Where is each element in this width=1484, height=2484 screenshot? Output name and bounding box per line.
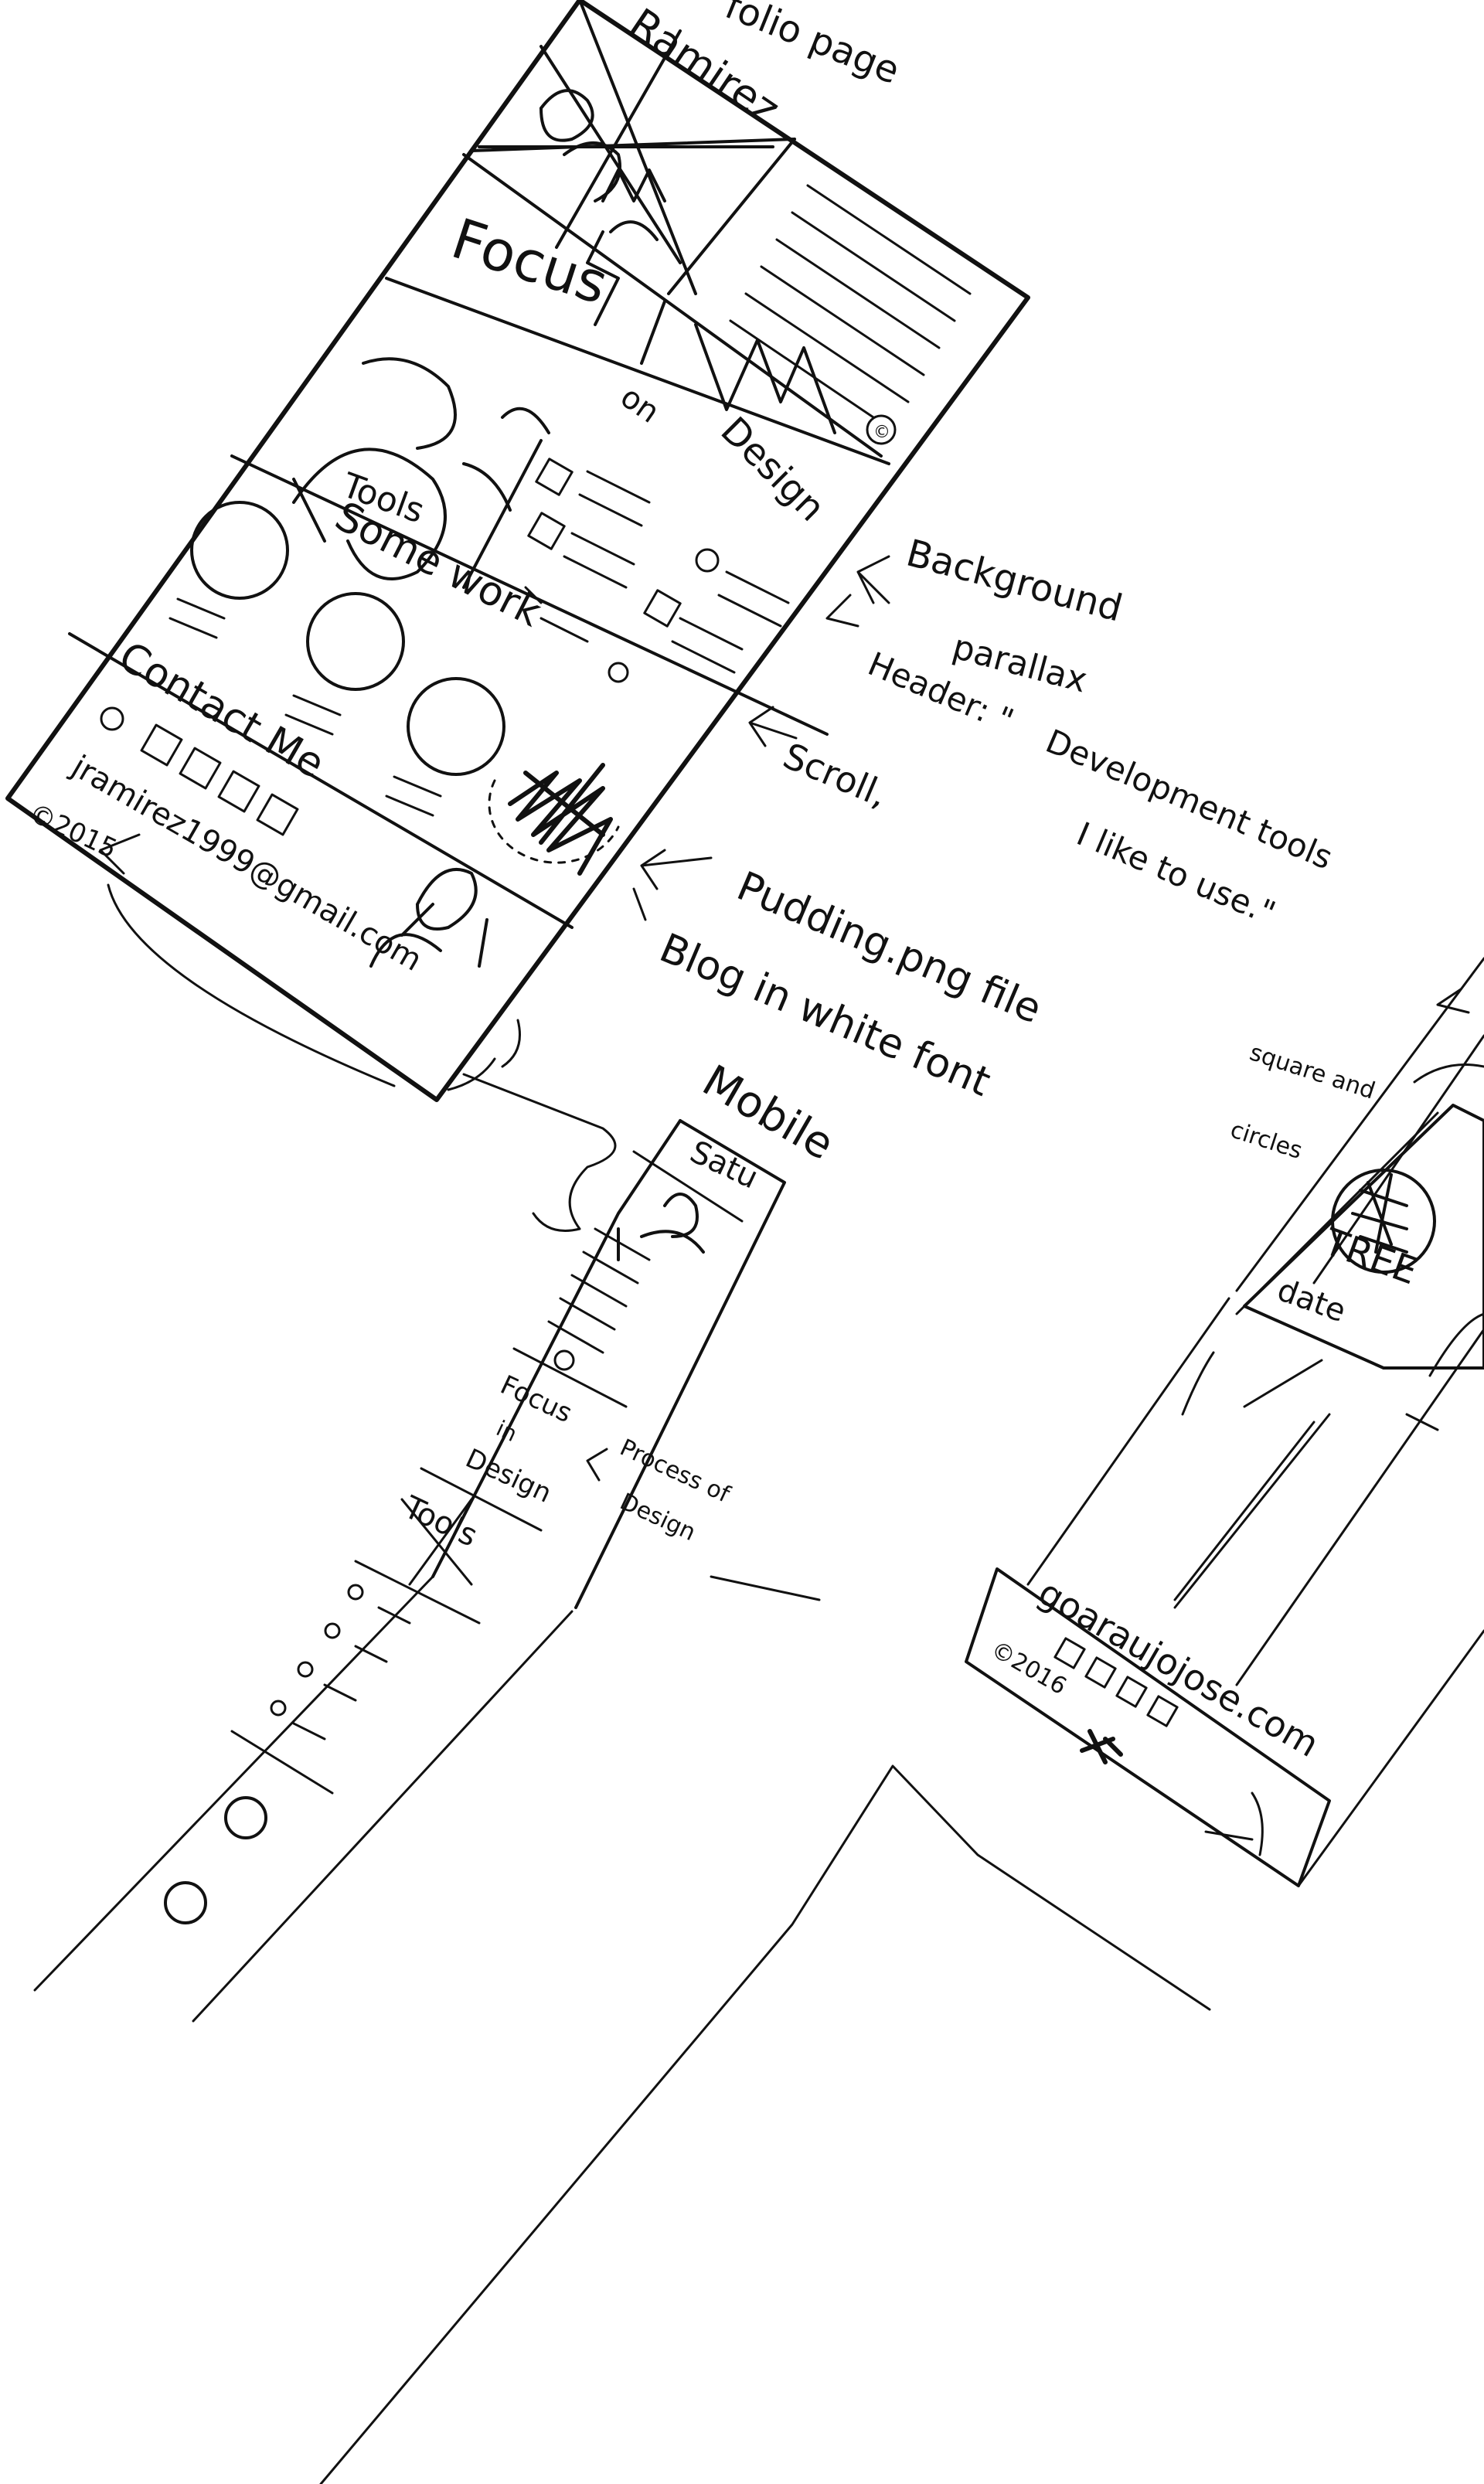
contact-email: jramirez1999@gmail.com bbox=[65, 748, 427, 978]
desktop-copyright: ©2015 bbox=[24, 798, 121, 865]
work-thumb-1 bbox=[192, 502, 288, 598]
mobile-tools: Tools bbox=[398, 1489, 483, 1554]
mobile-name: Satu bbox=[685, 1134, 764, 1196]
contact-me-heading: Contact Me bbox=[111, 633, 332, 788]
mobile-text-lines bbox=[549, 1229, 649, 1353]
contact-dot-icon bbox=[101, 708, 123, 730]
date-label: date bbox=[1273, 1272, 1350, 1329]
intro-text-lines bbox=[730, 185, 970, 417]
header-divider bbox=[471, 139, 795, 151]
work-thumb-3 bbox=[408, 679, 504, 774]
right-social-icon-4 bbox=[1148, 1696, 1177, 1726]
right-star-mark bbox=[1082, 1731, 1121, 1762]
anno-square-and: square and bbox=[1247, 1039, 1379, 1104]
copyright-symbol: © bbox=[873, 423, 890, 442]
mobile-work-thumb-1 bbox=[226, 1798, 266, 1838]
mobile-in: in bbox=[492, 1415, 521, 1447]
pudding-scribble bbox=[510, 765, 611, 873]
right-mockup: TREE date goaraujojose.com ©2016 bbox=[966, 958, 1484, 1886]
tool-icons-grid bbox=[526, 459, 788, 682]
right-social-icon-3 bbox=[1117, 1677, 1146, 1706]
right-social-icon-1 bbox=[1055, 1638, 1084, 1668]
anno-circles: circles bbox=[1227, 1116, 1306, 1165]
work-thumb-2 bbox=[308, 594, 403, 689]
mobile-dot-icon bbox=[555, 1351, 574, 1370]
mobile-bullets bbox=[271, 1585, 410, 1739]
anno-scroll: Scroll, bbox=[778, 734, 894, 815]
tree-label: TREE bbox=[1318, 1220, 1423, 1293]
anno-design: Design bbox=[616, 1489, 700, 1547]
structure-lines bbox=[321, 1766, 1210, 2484]
mobile-design: Design bbox=[461, 1443, 556, 1509]
mobile-work-thumb-2 bbox=[165, 1883, 206, 1923]
annotations: Background parallax Header: " Developmen… bbox=[448, 531, 1378, 1600]
mobile-mockup: Satu Focus in Design Tools bbox=[35, 1121, 785, 2021]
anno-background: Background bbox=[902, 531, 1127, 630]
focus-sub-on: on bbox=[614, 379, 665, 430]
social-icon-4 bbox=[257, 795, 298, 835]
focus-sub-design: Design bbox=[713, 409, 834, 530]
social-icon-3 bbox=[219, 771, 259, 812]
right-copyright: ©2016 bbox=[986, 1636, 1071, 1700]
social-icon-1 bbox=[141, 725, 182, 765]
right-social-icon-2 bbox=[1086, 1658, 1115, 1687]
social-icon-2 bbox=[180, 748, 220, 788]
